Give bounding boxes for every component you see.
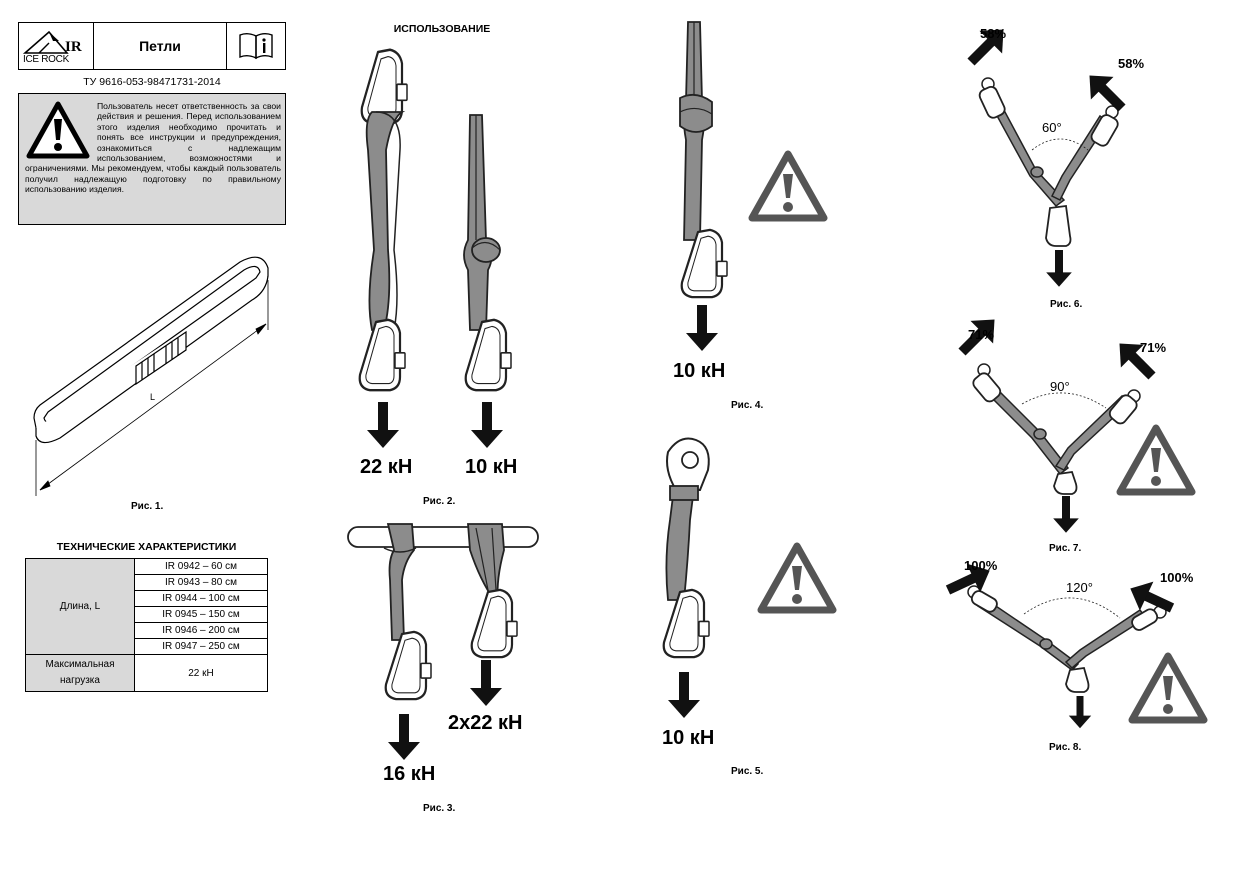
warning-text: Пользователь несет ответственность за св… xyxy=(25,101,281,195)
brand-logo: IR ICE ROCK xyxy=(19,23,94,69)
usage-title: ИСПОЛЬЗОВАНИЕ xyxy=(393,23,491,35)
figure-2-caption: Рис. 2. xyxy=(423,496,456,507)
table-row: Длина, L IR 0942 – 60 см xyxy=(25,558,268,655)
force-label: 16 кН xyxy=(383,763,436,785)
specs-table: Длина, L IR 0942 – 60 см IR 0943 – 80 см… xyxy=(25,558,268,692)
load-percent: 71% xyxy=(968,327,994,342)
load-percent: 71% xyxy=(1140,340,1166,355)
figure-1-caption: Рис. 1. xyxy=(131,501,164,512)
figure-4-caption: Рис. 4. xyxy=(731,400,764,411)
figure-7-caption: Рис. 7. xyxy=(1049,543,1082,554)
logo-wordmark: ICE ROCK xyxy=(23,54,69,65)
page-title: Петли xyxy=(94,23,227,69)
load-percent: 58% xyxy=(1118,56,1144,71)
spec-code: ТУ 9616-053-98471731-2014 xyxy=(83,76,221,88)
angle-label: 60° xyxy=(1042,120,1062,135)
load-percent: 100% xyxy=(1160,570,1194,585)
length-label: Длина, L xyxy=(25,558,135,655)
dimension-label: L xyxy=(150,392,155,402)
book-info-icon xyxy=(227,23,285,69)
load-percent: 58% xyxy=(980,26,1006,41)
force-label: 2х22 кН xyxy=(448,712,523,734)
warning-triangle-icon xyxy=(1132,656,1204,720)
load-percent: 100% xyxy=(964,558,998,573)
force-label: 22 кН xyxy=(360,456,413,478)
max-load-value: 22 кН xyxy=(134,654,268,692)
force-label: 10 кН xyxy=(673,360,726,382)
figure-8-caption: Рис. 8. xyxy=(1049,742,1082,753)
svg-text:IR: IR xyxy=(65,39,82,55)
angle-label: 120° xyxy=(1066,580,1093,595)
force-label: 10 кН xyxy=(465,456,518,478)
product-header: IR ICE ROCK Петли xyxy=(18,22,286,70)
anchor-sling xyxy=(967,585,1167,693)
angle-label: 90° xyxy=(1050,379,1070,394)
figure-3-caption: Рис. 3. xyxy=(423,803,456,814)
figure-5-caption: Рис. 5. xyxy=(731,766,764,777)
anchor-sling xyxy=(978,77,1119,247)
warning-box: Пользователь несет ответственность за св… xyxy=(18,93,286,225)
length-value: IR 0942 – 60 см xyxy=(134,558,268,575)
figure-6-caption: Рис. 6. xyxy=(1050,299,1083,310)
arrow-down-icon xyxy=(1068,696,1092,729)
specs-title: ТЕХНИЧЕСКИЕ ХАРАКТЕРИСТИКИ xyxy=(56,541,237,553)
warning-triangle-icon xyxy=(26,101,90,159)
mountain-logo-icon: IR xyxy=(22,30,82,55)
knot xyxy=(679,93,713,133)
force-label: 10 кН xyxy=(662,727,715,749)
anchor-sling xyxy=(972,363,1141,495)
